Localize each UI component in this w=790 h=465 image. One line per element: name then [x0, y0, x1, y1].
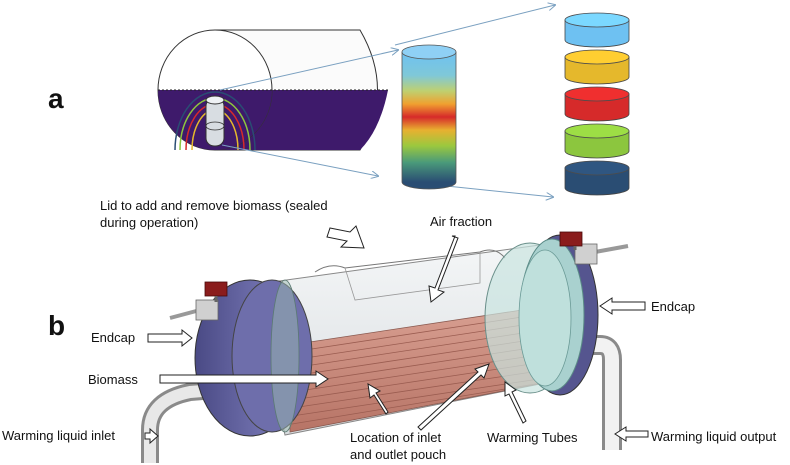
air-fraction-arrow: [428, 235, 459, 303]
zone-discs: [564, 12, 630, 196]
biomass-label: Biomass: [88, 372, 138, 387]
disc-yellow: [564, 49, 630, 85]
left-valve: [169, 281, 228, 321]
disc-red: [564, 86, 630, 122]
panel-a-letter: a: [48, 83, 64, 114]
location-label-line2: and outlet pouch: [350, 447, 446, 462]
disc-navy: [564, 160, 630, 196]
biomass-arrow: [159, 370, 329, 388]
inlet-arrow: [144, 427, 159, 445]
warming-inlet-label: Warming liquid inlet: [2, 428, 115, 443]
output-arrow: [614, 426, 649, 442]
warming-output-label: Warming liquid output: [651, 429, 777, 444]
left-endcap: [194, 279, 313, 437]
location-label-line1: Location of inlet: [350, 430, 441, 445]
endcap-left-label: Endcap: [91, 330, 135, 345]
gradient-column: [401, 44, 457, 190]
right-valve: [559, 231, 629, 265]
air-fraction-label: Air fraction: [430, 214, 492, 229]
panel-b-letter: b: [48, 310, 65, 341]
lid-label-line2: during operation): [100, 215, 198, 230]
panel-a-cylinder: [157, 29, 388, 151]
lid-arrow: [326, 225, 365, 249]
right-endcap: [518, 234, 599, 396]
endcap-left-arrow: [147, 328, 193, 348]
endcap-right-arrow: [599, 297, 646, 315]
pouch-arrow-right: [417, 363, 490, 431]
warming-tubes-arrow: [504, 381, 527, 424]
pouch-arrow-left: [367, 383, 389, 415]
warming-tubes-label: Warming Tubes: [487, 430, 578, 445]
disc-blue: [564, 12, 630, 48]
disc-green: [564, 123, 630, 159]
endcap-right-label: Endcap: [651, 299, 695, 314]
lid-label-line1: Lid to add and remove biomass (sealed: [100, 198, 328, 213]
